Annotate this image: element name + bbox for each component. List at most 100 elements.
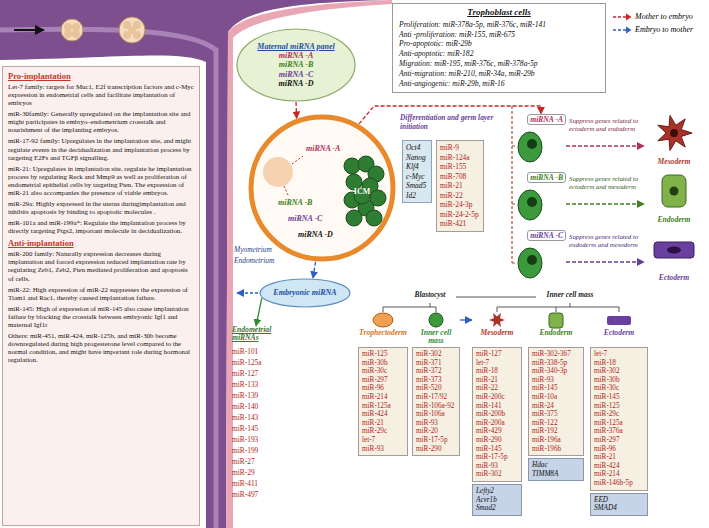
node-text: miR-101 miR-125a miR-127 miR-133 miR-139… — [232, 346, 280, 500]
maternal-blob — [263, 157, 293, 187]
legend-item: Mother to embryo — [612, 10, 693, 23]
icm-cell — [346, 210, 362, 226]
oval-outline — [260, 279, 350, 307]
gene-box: Oct4 Nanog Klf4 c-Myc Smad5 Id2 — [402, 140, 432, 203]
node-text: Pro-apoptotic: miR-29b — [399, 39, 599, 49]
myometrium-band — [0, 0, 392, 528]
legend-text: Embryo to mother — [635, 25, 693, 34]
cell-nucleus — [527, 197, 537, 207]
icm-cell — [344, 158, 360, 174]
text-label: Inner cell mass — [538, 291, 602, 300]
node-text: Ectoderm — [590, 329, 648, 347]
node-text: Mesoderm — [472, 329, 522, 347]
edge-label: Suppress genes related to ectoderm and e… — [569, 117, 641, 132]
lineage-column: EndodermmiR-302-367 miR-338-5p miR-340-3… — [528, 312, 584, 481]
info-panel: Pro-implantationLet-7 family: targets fo… — [2, 66, 200, 526]
embryo-signal-arrow — [237, 292, 258, 293]
node-text: Inner cell mass — [412, 329, 460, 347]
node-text: Oct4 Nanog Klf4 c-Myc Smad5 Id2 — [406, 143, 428, 200]
node-text: Migration: miR-195, miR-376c, miR-378a-5… — [399, 59, 599, 69]
connector — [566, 145, 644, 146]
gene-box: Lefty2 Acvr1b Smad2 — [472, 484, 522, 516]
node-text: miR-17-92 family: Upregulates in the imp… — [8, 137, 194, 161]
node-text: miR-127 let-7 miR-18 miR-21 miR-22 miR-2… — [472, 347, 522, 482]
mesoderm-cell: Mesoderm — [644, 114, 704, 166]
node-text: miR-30family: Generally upregulated on t… — [8, 110, 194, 134]
cell-icon — [472, 312, 522, 330]
node-text: miRNA -C — [279, 70, 313, 79]
icon — [607, 316, 631, 325]
node-text: miR-302-367 miR-338-5p miR-340-3p miR-93… — [528, 347, 584, 456]
mirna-cell: miRNA -C — [516, 230, 566, 282]
node-text: miR-200 family: Naturally expression dec… — [8, 250, 194, 282]
cell-icon — [412, 312, 460, 330]
mirna-cell: miRNA -B — [516, 172, 566, 224]
maternal-panel: Maternal miRNA panelmiRNA -AmiRNA -BmiRN… — [236, 28, 356, 102]
icon — [373, 313, 393, 327]
node-text: miR-29a: Highly expressed in the uterus … — [8, 200, 194, 216]
node-text: Anti-angiogenic: miR-29b, miR-16 — [399, 79, 599, 89]
lineage-column: TrophectodermmiR-125 miR-30b miR-30c miR… — [358, 312, 408, 456]
cell-body — [518, 190, 542, 220]
node-text: Embryonic miRNA — [273, 288, 336, 297]
node-text: miR-9 miR-124a miR-155 miR-708 miR-21 mi… — [440, 143, 480, 229]
node-text: Anti-apoptotic: miR-182 — [399, 49, 599, 59]
endometrial-list: Endometrial miRNAs miR-101 miR-125a miR-1… — [232, 326, 280, 500]
text-label: Differentiation and germ layer initiatio… — [400, 114, 500, 131]
ectoderm-cell: Ectoderm — [644, 230, 704, 282]
icm-cell — [366, 210, 382, 226]
mirna-box: miR-9 miR-124a miR-155 miR-708 miR-21 mi… — [436, 140, 484, 232]
node-text: miRNA -D — [279, 79, 314, 88]
node-text: Endoderm — [528, 329, 584, 347]
inner-cell-mass: ICM — [340, 156, 384, 226]
node-text: let-7 miR-18 miR-302 miR-30b miR-30c miR… — [590, 347, 648, 491]
connector — [566, 261, 644, 262]
node-text: Pro-implantation — [8, 71, 194, 81]
legend-sample — [612, 13, 632, 21]
node-text: Ectoderm — [644, 273, 704, 282]
node-text: Hdac TIMM8A — [532, 461, 580, 478]
legend-item: Embryo to mother — [612, 23, 693, 36]
text-label: Blastocyst — [406, 291, 454, 300]
node-text: miRNA -B — [278, 198, 312, 207]
icon — [549, 313, 563, 328]
edge-label: Suppress genes related to ectoderm and m… — [569, 175, 641, 190]
legend: Mother to embryoEmbryo to mother — [612, 10, 693, 36]
lumen — [0, 29, 216, 528]
node-text: miRNA -C — [288, 214, 322, 223]
cell-icon — [358, 312, 408, 330]
trophoblast-box: Trophoblast cellsProliferation: miR-378a… — [392, 3, 606, 93]
gene-box: EED SMAD4 — [590, 493, 648, 516]
cell-body — [518, 248, 542, 278]
blastocyst: miRNA -AmiRNA -BmiRNA -CmiRNA -DICM — [248, 114, 396, 262]
mesoderm-star — [658, 115, 692, 150]
ectoderm-body — [654, 242, 694, 258]
node-text: Proliferation: miR-378a-5p, miR-376c, mi… — [399, 20, 599, 30]
cell-icon — [528, 312, 584, 330]
icon — [489, 313, 505, 327]
cell-nucleus — [667, 247, 681, 254]
cell-icon — [590, 312, 648, 330]
node-text: Endometrial miRNAs — [232, 326, 280, 343]
node-text: Maternal miRNA panel — [257, 42, 334, 51]
node-text: Anti-migration: miR-210, miR-34a, miR-29… — [399, 69, 599, 79]
node-text: Anti -proliferation: miR-155, miR-675 — [399, 30, 599, 40]
connector — [295, 102, 297, 118]
lineage-column: Ectodermlet-7 miR-18 miR-302 miR-30b miR… — [590, 312, 648, 516]
legend-sample — [612, 26, 632, 34]
connector — [313, 262, 316, 279]
edge-label: Suppress genes related to endoderm and m… — [569, 233, 641, 248]
node-text: Lefty2 Acvr1b Smad2 — [476, 487, 518, 513]
text-label: Endometrium — [234, 257, 274, 266]
node-text: miR-101a and miR-199a*: Regulate the imp… — [8, 219, 194, 235]
connector — [566, 203, 644, 204]
lineage-tree — [383, 297, 619, 312]
node-text: Trophoblast cells — [399, 7, 599, 19]
uptake-arrow — [284, 156, 303, 195]
node-text: Let-7 family: targets for Muc1, E2f tran… — [8, 83, 194, 107]
endoderm-cell: Endoderm — [644, 172, 704, 224]
node-text: Anti-implantation — [8, 238, 194, 248]
node-text: miR-145: High of expression of miR-145 a… — [8, 305, 194, 329]
cell-nucleus — [527, 255, 537, 265]
connector — [256, 298, 262, 326]
